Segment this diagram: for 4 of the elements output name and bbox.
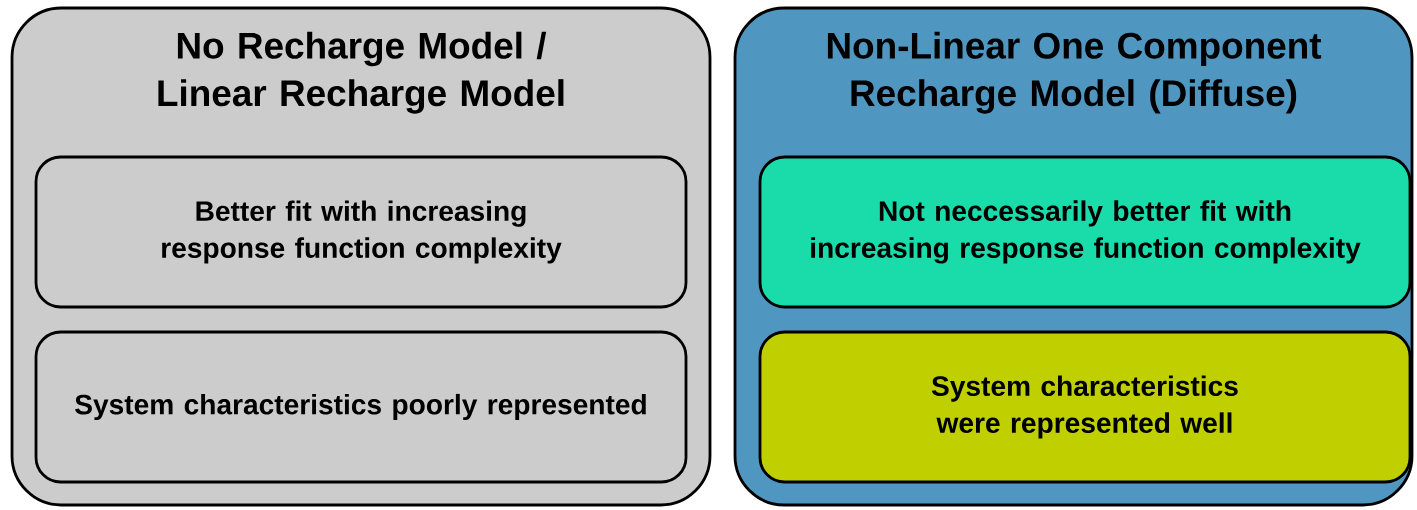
text-box: Better fit with increasing response function complexity xyxy=(34,155,688,309)
text-box: System characteristics poorly represented xyxy=(34,330,688,484)
text-box: Not neccessarily better fit with increasing response function complexity xyxy=(758,155,1412,309)
text-box: System characteristics were represented well xyxy=(758,330,1412,484)
